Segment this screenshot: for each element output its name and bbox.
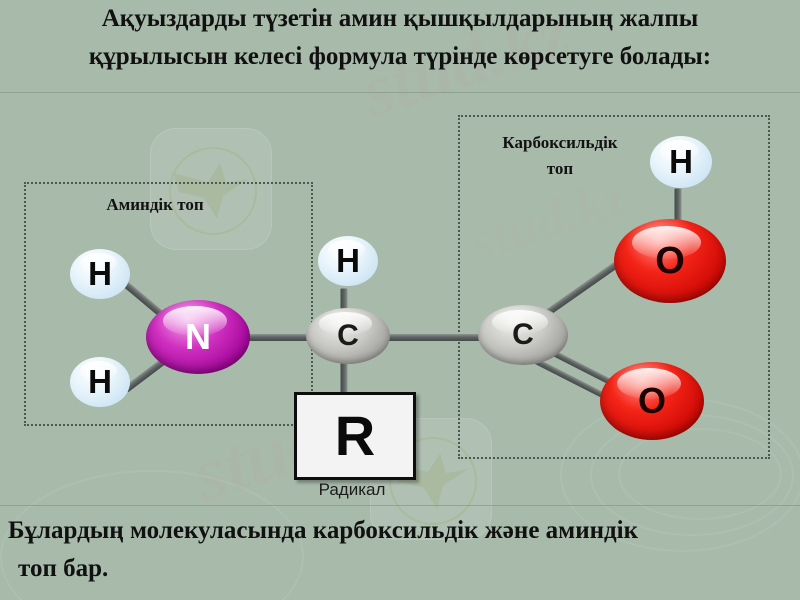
bond-calpha-ccarboxyl <box>358 334 518 341</box>
atom-symbol: C <box>512 318 534 351</box>
atom-symbol: N <box>185 316 211 357</box>
bottom-line-1: Бұлардың молекуласында карбоксильдік жән… <box>8 517 638 544</box>
bottom-divider <box>0 505 800 506</box>
bond-n-calpha <box>200 334 350 341</box>
atom-h-amine-upper[interactable]: H <box>70 249 130 299</box>
atom-c-carboxyl[interactable]: C <box>478 305 568 365</box>
radical-caption: Радикал <box>318 480 386 499</box>
title-line-1: Ақуыздарды түзетін амин қышқылдарының жа… <box>101 5 699 32</box>
title-divider <box>0 92 800 93</box>
radical-symbol: R <box>334 404 376 467</box>
atom-symbol: O <box>637 380 666 421</box>
radical-box[interactable]: R <box>294 392 416 480</box>
atom-h-amine-lower[interactable]: H <box>70 357 130 407</box>
atom-n-amine[interactable]: N <box>146 300 250 374</box>
amine-group-label: Аминдік топ <box>106 195 204 214</box>
atom-symbol: H <box>88 255 112 292</box>
atom-o-carbonyl[interactable]: O <box>600 362 704 440</box>
slide-title: Ақуыздарды түзетін амин қышқылдарының жа… <box>0 0 800 76</box>
atom-symbol: H <box>88 363 112 400</box>
title-line-2: құрылысын келесі формула түрінде көрсету… <box>88 43 712 70</box>
slide-footer-text: Бұлардың молекуласында карбоксильдік жән… <box>8 512 800 588</box>
atom-h-alpha[interactable]: H <box>318 236 378 286</box>
atom-symbol: O <box>655 239 685 282</box>
atom-symbol: H <box>336 242 360 279</box>
bottom-line-2: топ бар. <box>18 555 109 582</box>
atom-symbol: C <box>337 319 359 352</box>
carboxyl-group-label-line2: топ <box>546 159 574 178</box>
amine-group-box <box>24 182 313 426</box>
atom-o-hydroxyl[interactable]: O <box>614 219 726 303</box>
carboxyl-group-box <box>458 115 770 459</box>
atom-c-alpha[interactable]: C <box>306 308 390 364</box>
carboxyl-group-label-line1: Карбоксильдік <box>502 133 618 152</box>
atom-symbol: H <box>669 143 693 180</box>
